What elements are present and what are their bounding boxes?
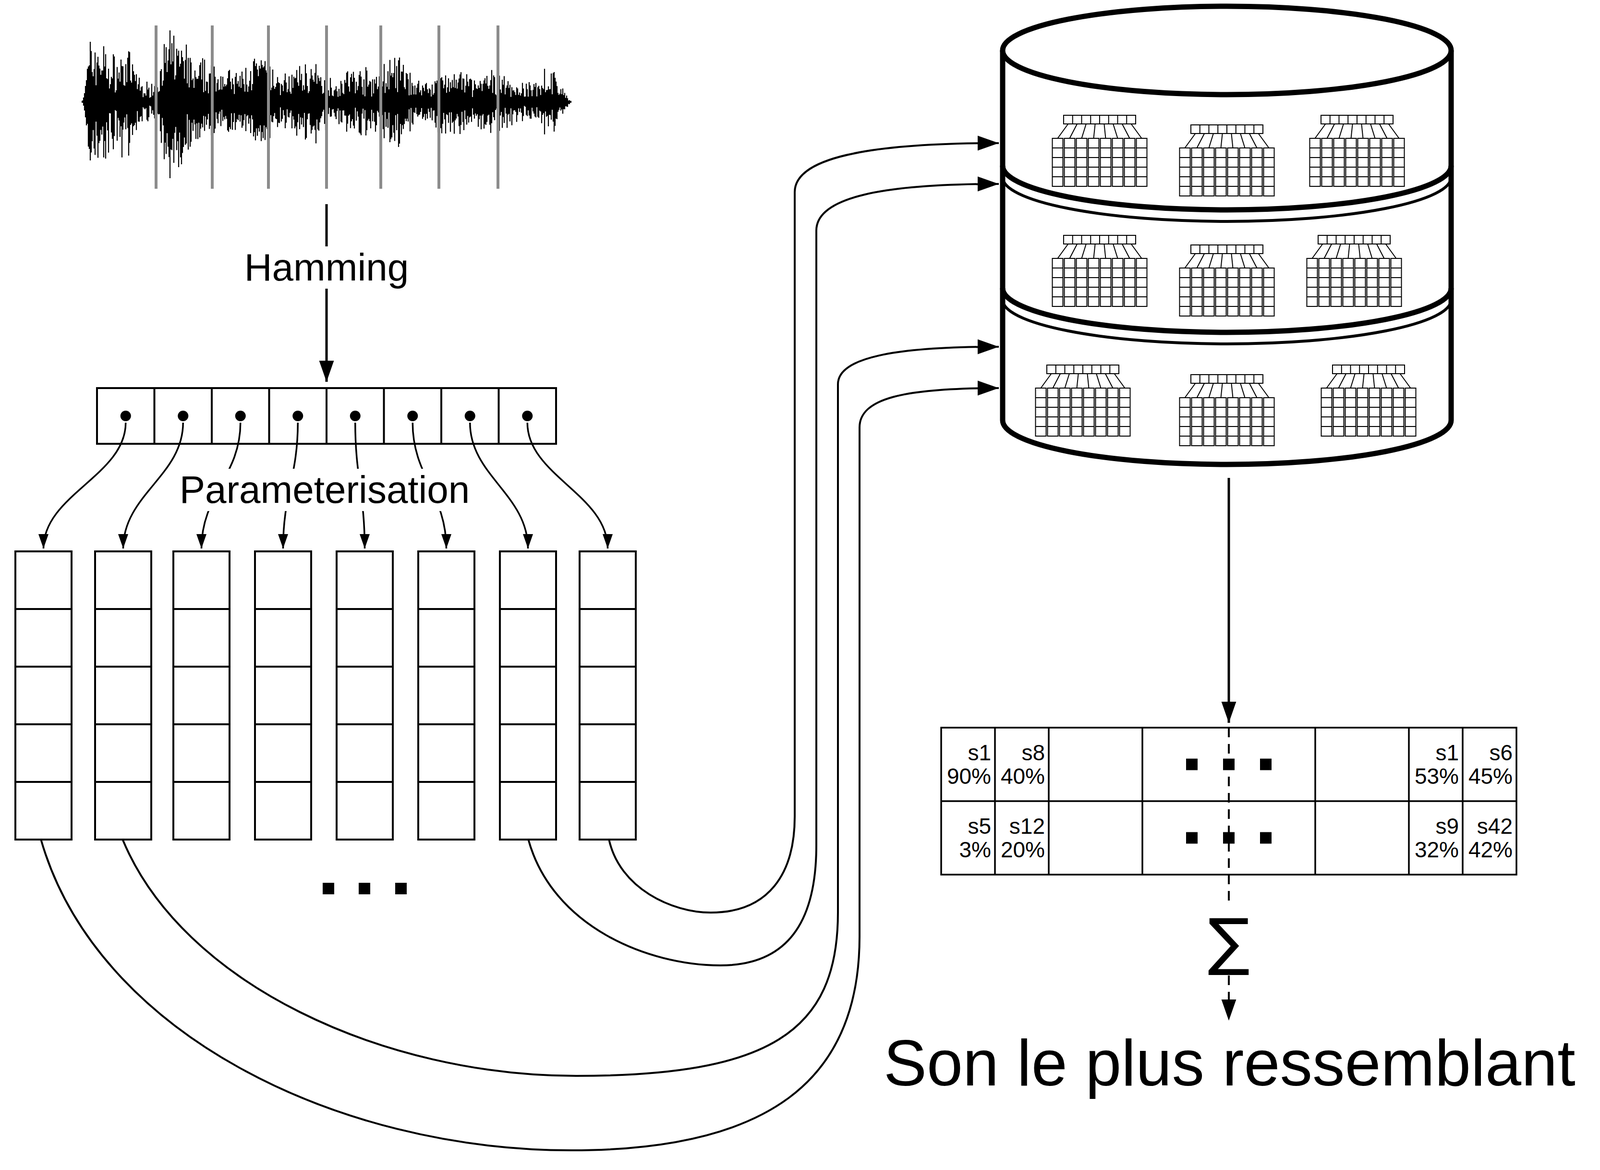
table-cell-text: s42 42% [1468,814,1513,861]
parameter-vector [499,551,557,840]
frame-row [96,387,557,444]
table-cell-text: s12 20% [1000,814,1045,861]
frame-dot [177,410,189,422]
frame-marker [156,25,498,189]
stored-sound-icon [1179,124,1275,196]
sum-line [1227,975,1230,1021]
ellipsis-dot [322,882,335,895]
stored-sound-icon [1179,374,1275,446]
stored-sound-icon [1179,244,1275,316]
frame-dot [292,410,304,422]
parameter-vector [579,551,636,840]
stored-sound-icon [1307,235,1402,307]
parameterisation-arrow [527,422,608,549]
query-curve [40,387,999,1151]
table-cell-text: s6 45% [1468,740,1513,788]
frame-dot [235,410,246,422]
stored-sound-icon [1035,364,1131,437]
parameter-vector [254,551,312,840]
stored-sound-icon [1321,364,1417,437]
step-label: Parameterisation [173,468,476,511]
query-curve [608,143,999,913]
frame-dot [120,410,132,422]
frame-dot [521,410,533,422]
ellipsis-dot [1186,832,1198,844]
flow-arrow [1227,477,1231,723]
query-curve [122,346,999,1076]
sum-line [1227,727,1230,908]
parameterisation-arrow [470,422,529,549]
result-label: Son le plus ressemblant [883,1027,1576,1100]
ellipsis-dot [1186,758,1198,771]
table-cell-text: s8 40% [1000,740,1045,788]
table-cell-text: s9 32% [1414,814,1459,861]
ellipsis-dot [395,882,407,895]
parameter-vector [173,551,230,840]
flow-arrow [325,204,328,382]
database-body [1002,50,1452,465]
parameter-vector [95,551,152,840]
table-cell-text: s1 53% [1414,740,1459,788]
ellipsis-dot [358,882,371,895]
database-layer-edge [1002,177,1452,222]
table-cell-text: s5 3% [959,814,992,861]
frame-dot [350,410,361,422]
sum-symbol: ∑ [1207,909,1250,973]
database-layer-edge [1002,165,1452,210]
frame-dot [464,410,476,422]
parameter-vector [15,551,72,840]
stored-sound-icon [1052,235,1148,307]
database-top [1002,6,1452,95]
table-cell-text: s1 90% [946,740,992,788]
step-label: Hamming [238,246,415,289]
parameter-vector [336,551,393,840]
query-curve [528,183,999,966]
ellipsis-dot [1260,832,1272,844]
parameter-vector [418,551,475,840]
ellipsis-dot [1260,758,1272,771]
database-layer-edge [1002,288,1452,333]
stored-sound-icon [1052,115,1148,187]
frame-dot [407,410,418,422]
stored-sound-icon [1309,115,1405,187]
parameterisation-arrow [43,422,126,549]
